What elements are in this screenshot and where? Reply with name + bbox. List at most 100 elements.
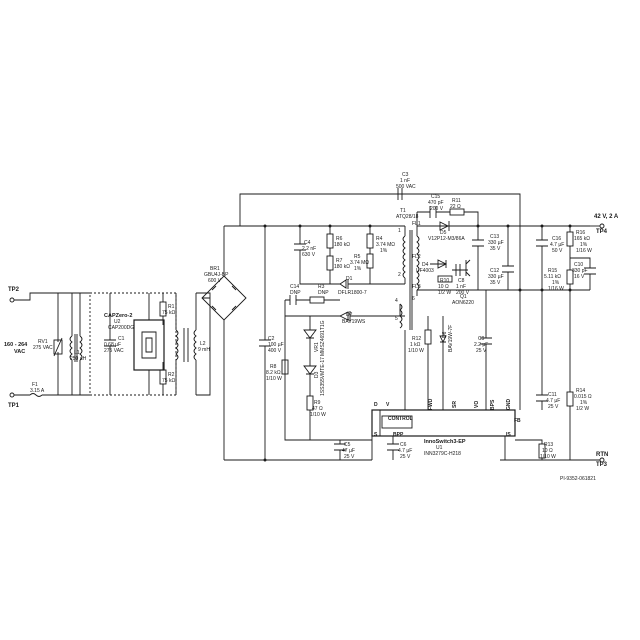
tp3-label: TP3	[596, 462, 608, 468]
capzero-box	[89, 292, 177, 396]
u1-pin-vo: VO	[474, 401, 480, 408]
c14-ref: C14	[290, 284, 299, 290]
capacitor-c14	[289, 295, 297, 305]
r9-value: 47 Ω	[312, 406, 323, 412]
clamp-stage	[281, 224, 405, 460]
capacitor-c3	[397, 188, 403, 200]
r16-ref: R16	[576, 230, 585, 236]
d6-ref: D6	[442, 331, 448, 338]
c8-value: 1 nF	[456, 284, 466, 290]
c2-rating: 400 V	[268, 348, 282, 354]
rtn-label: RTN	[596, 452, 608, 458]
resistor-r10	[437, 275, 453, 283]
c5-ref: C5	[344, 442, 351, 448]
c15-ref: C15	[431, 194, 440, 200]
transformer-t1	[399, 226, 420, 410]
capacitor-c15	[429, 206, 437, 218]
r3-ref: R3	[318, 284, 325, 290]
u1-pin-gnd: GND	[506, 399, 512, 411]
resistor-r11	[449, 208, 465, 216]
c11-rating: 25 V	[548, 404, 559, 410]
c3-value: 1 nF	[400, 178, 410, 184]
r14-value: 0.015 Ω	[574, 394, 592, 400]
r15-ref: R15	[548, 268, 557, 274]
vr1-part: MMSZ4691T1G	[320, 320, 326, 356]
input-vac-label: VAC	[14, 349, 25, 355]
r8-value: 8.2 kΩ	[266, 370, 281, 376]
c9-ref: C9	[478, 336, 485, 342]
rv1-ref: RV1	[38, 339, 48, 345]
r14-power: 1/2 W	[576, 406, 589, 412]
capacitor-c10	[570, 257, 596, 290]
choke-l2-a	[175, 329, 179, 361]
varistor-rv1	[53, 339, 63, 355]
resistor-r8	[281, 359, 289, 375]
u1-pin-fb: FB	[514, 418, 521, 424]
choke-l1-a	[69, 335, 73, 361]
r4-value: 3.74 MΩ	[376, 242, 395, 248]
innoswitch-u1	[371, 409, 516, 460]
r16-power: 1/16 W	[576, 248, 592, 254]
choke-l1-b	[79, 335, 83, 361]
c10-ref: C10	[574, 262, 583, 268]
u1-body	[371, 409, 516, 437]
r14-ref: R14	[576, 388, 585, 394]
c15-rating: 200 V	[430, 206, 444, 212]
c16-value: 4.7 µF	[550, 242, 564, 248]
c14-value: DNP	[290, 290, 301, 296]
capacitor-c11	[536, 290, 548, 410]
c6-value: 4.7 µF	[398, 448, 412, 454]
u1-pin-bpp: BPP	[393, 432, 404, 438]
r12-power: 1/10 W	[408, 348, 424, 354]
r16-tol: 1%	[580, 242, 588, 248]
c5-value: 47 µF	[342, 448, 355, 454]
d1-ref: D1	[346, 276, 353, 282]
fuse-f1	[29, 393, 43, 397]
d3-part: 1SS355VMTE-17	[320, 357, 326, 396]
c1-rating: 275 VAC	[104, 348, 124, 354]
c1-ref: C1	[118, 336, 125, 342]
r2-value: 75 kΩ	[162, 378, 175, 384]
r14-tol: 1%	[580, 400, 588, 406]
c16-rating: 50 V	[552, 248, 563, 254]
resistor-r6	[326, 233, 334, 249]
r5-ref: R5	[354, 254, 361, 260]
r7-value: 180 kΩ	[334, 264, 350, 270]
u1-pin-fwd: FWD	[428, 398, 434, 410]
resistor-r7	[326, 255, 334, 271]
c9-rating: 25 V	[476, 348, 487, 354]
resistor-r14	[566, 391, 574, 407]
c4-rating: 630 V	[302, 252, 316, 258]
d6-part: BAV19W-7F	[448, 325, 454, 352]
c11-ref: C11	[548, 392, 557, 398]
resistor-r3	[309, 296, 325, 304]
br1-ref: BR1	[210, 266, 220, 272]
input-voltage-label: 160 - 264	[4, 342, 28, 348]
r12-ref: R12	[412, 336, 421, 342]
c3-ref: C3	[402, 172, 409, 178]
r8-ref: R8	[270, 364, 277, 370]
c13-value: 330 µF	[488, 240, 504, 246]
capzero-name: CAPZero-2	[104, 313, 132, 319]
capacitor-c5	[334, 440, 346, 460]
c12-ref: C12	[490, 268, 499, 274]
diode-d2	[285, 311, 405, 321]
r15-power: 1/16 W	[548, 286, 564, 292]
resistor-r12	[424, 329, 432, 345]
vr1-ref: VR1	[314, 342, 320, 352]
c10-rating: 16 V	[574, 274, 585, 280]
c2-ref: C2	[268, 336, 275, 342]
r6-ref: R6	[336, 236, 343, 242]
choke-l2-b	[193, 329, 197, 361]
r5-value: 3.74 MΩ	[350, 260, 369, 266]
r12-value: 1 kΩ	[410, 342, 421, 348]
r11-ref: R11	[452, 198, 461, 204]
d5-part: V12P12-M3/86A	[428, 236, 465, 242]
f1-value: 3.15 A	[30, 388, 45, 394]
u1-ref: U1	[436, 445, 443, 451]
capacitor-c2	[259, 226, 271, 460]
r15-tol: 1%	[552, 280, 560, 286]
u1-name: InnoSwitch3-EP	[424, 439, 466, 445]
d2-ref: D2	[346, 312, 353, 318]
